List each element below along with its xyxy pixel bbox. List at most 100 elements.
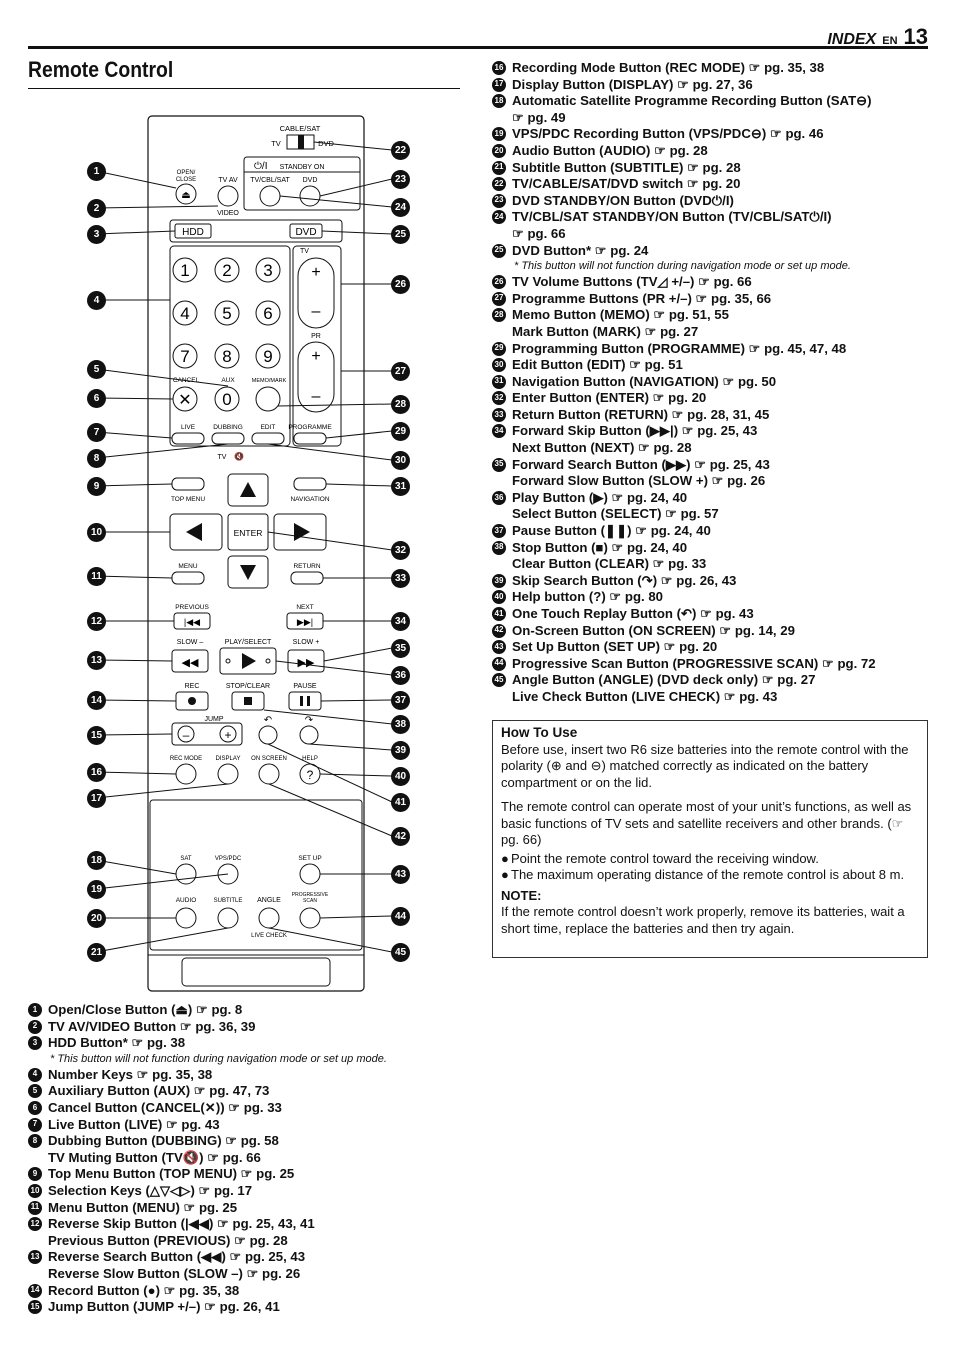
audio-button[interactable] [175,907,197,929]
tv-volume-label: TV [300,248,309,255]
return-button[interactable] [290,571,324,585]
set-up-button[interactable] [299,863,321,885]
callout-number: 45 [391,943,410,962]
one-touch-replay-button[interactable] [258,725,278,745]
key-6[interactable] [255,300,281,326]
key-7-label: 7 [180,347,189,366]
index-item-text: Help button (?) ☞ pg. 80 [512,589,664,605]
open-close-button[interactable] [175,183,197,205]
forward-skip-icon: ▶▶| [297,617,313,627]
memo-mark-button[interactable] [255,386,281,412]
index-number-badge: 32 [492,391,506,406]
how-to-use-p2: The remote control can operate most of y… [501,799,912,847]
index-item-text: Play Button (▶) ☞ pg. 24, 40 [512,489,688,505]
index-item-text: TV Muting Button (TV🔇) ☞ pg. 66 [48,1149,261,1165]
index-number-badge: 27 [492,291,506,306]
callout-number: 30 [391,451,410,470]
cancel-x-icon: ✕ [178,392,191,409]
sat-button[interactable] [175,863,197,885]
index-number-badge: 28 [492,308,506,323]
page-header: INDEX EN 13 [827,24,928,50]
display-button[interactable] [217,763,239,785]
programme-button[interactable] [293,432,327,445]
jump-minus-button[interactable] [177,725,195,743]
reverse-skip-icon: |◀◀ [184,617,200,627]
navigation-button[interactable] [293,477,327,491]
hdd-label: HDD [182,227,204,238]
key-0[interactable] [214,386,240,412]
index-number-badge: 14 [28,1283,42,1298]
index-item-text: DVD STANDBY/ON Button (DVD⏻/I) [512,192,734,208]
index-item-text: Memo Button (MEMO) ☞ pg. 51, 55 [512,307,729,323]
index-item-text: Angle Button (ANGLE) (DVD deck only) ☞ p… [512,672,816,688]
note-text: If the remote control doesn’t work prope… [501,904,905,936]
dubbing-button[interactable] [211,432,245,445]
remote-svg: CABLE/SAT TV DVD ⏻/I STANDBY ON TV/CBL/S… [95,115,393,992]
index-number-badge: 11 [28,1200,42,1215]
stop-clear-label: STOP/CLEAR [226,683,270,690]
key-2[interactable] [214,257,240,283]
index-number-badge: 38 [492,540,506,555]
callout-number: 24 [391,198,410,217]
index-item-text: Display Button (DISPLAY) ☞ pg. 27, 36 [512,76,753,92]
key-4[interactable] [172,300,198,326]
top-menu-button[interactable] [171,477,205,491]
key-9[interactable] [255,343,281,369]
index-item-text: Live Button (LIVE) ☞ pg. 43 [48,1116,220,1132]
jump-plus-button[interactable] [219,725,237,743]
subtitle-button[interactable] [217,907,239,929]
pause-button[interactable] [288,691,322,711]
key-1[interactable] [172,257,198,283]
callout-number: 9 [87,477,106,496]
key-4-label: 4 [180,304,189,323]
dvd-standby-button[interactable] [299,185,321,207]
skip-search-button[interactable] [299,725,319,745]
play-select-label: PLAY/SELECT [225,639,272,646]
tv-av-video-button[interactable] [217,185,239,207]
programme-label: PROGRAMME [288,424,332,431]
callout-number: 22 [391,141,410,160]
tv-volume-rocker[interactable] [297,257,335,329]
vps-pdc-label: VPS/PDC [215,856,242,862]
progressive-scan-button[interactable] [299,907,321,929]
programme-rocker[interactable] [297,341,335,413]
index-item-text: Next Button (NEXT) ☞ pg. 28 [512,440,692,456]
navigation-label: NAVIGATION [290,496,329,503]
live-button[interactable] [171,432,205,445]
edit-button[interactable] [251,432,285,445]
key-3[interactable] [255,257,281,283]
callout-number: 42 [391,827,410,846]
index-item-text: Reverse Search Button (◀◀) ☞ pg. 25, 43 [48,1249,306,1265]
key-7[interactable] [172,343,198,369]
index-item-text: Cancel Button (CANCEL(✕)) ☞ pg. 33 [48,1099,282,1115]
tv-cbl-sat-standby-button[interactable] [259,185,281,207]
callout-number: 33 [391,569,410,588]
index-number-badge: 9 [28,1167,42,1182]
svg-text:+: + [224,728,231,742]
callout-number: 16 [87,763,106,782]
index-item-text: Live Check Button (LIVE CHECK) ☞ pg. 43 [512,688,778,704]
pr-plus-icon: + [311,348,320,365]
how-to-use-box: How To Use Before use, insert two R6 siz… [492,720,928,958]
menu-button[interactable] [171,571,205,585]
key-8[interactable] [214,343,240,369]
index-number-badge: 15 [28,1300,42,1315]
index-number-badge: 43 [492,640,506,655]
on-screen-button[interactable] [258,763,280,785]
index-item-text: Automatic Satellite Programme Recording … [512,93,872,109]
rec-mode-button[interactable] [175,763,197,785]
callout-number: 20 [87,909,106,928]
index-number-badge: 22 [492,177,506,192]
callout-number: 17 [87,789,106,808]
angle-button[interactable] [258,907,280,929]
index-item-text: Stop Button (■) ☞ pg. 24, 40 [512,539,688,555]
video-label: VIDEO [217,210,239,217]
key-5[interactable] [214,300,240,326]
